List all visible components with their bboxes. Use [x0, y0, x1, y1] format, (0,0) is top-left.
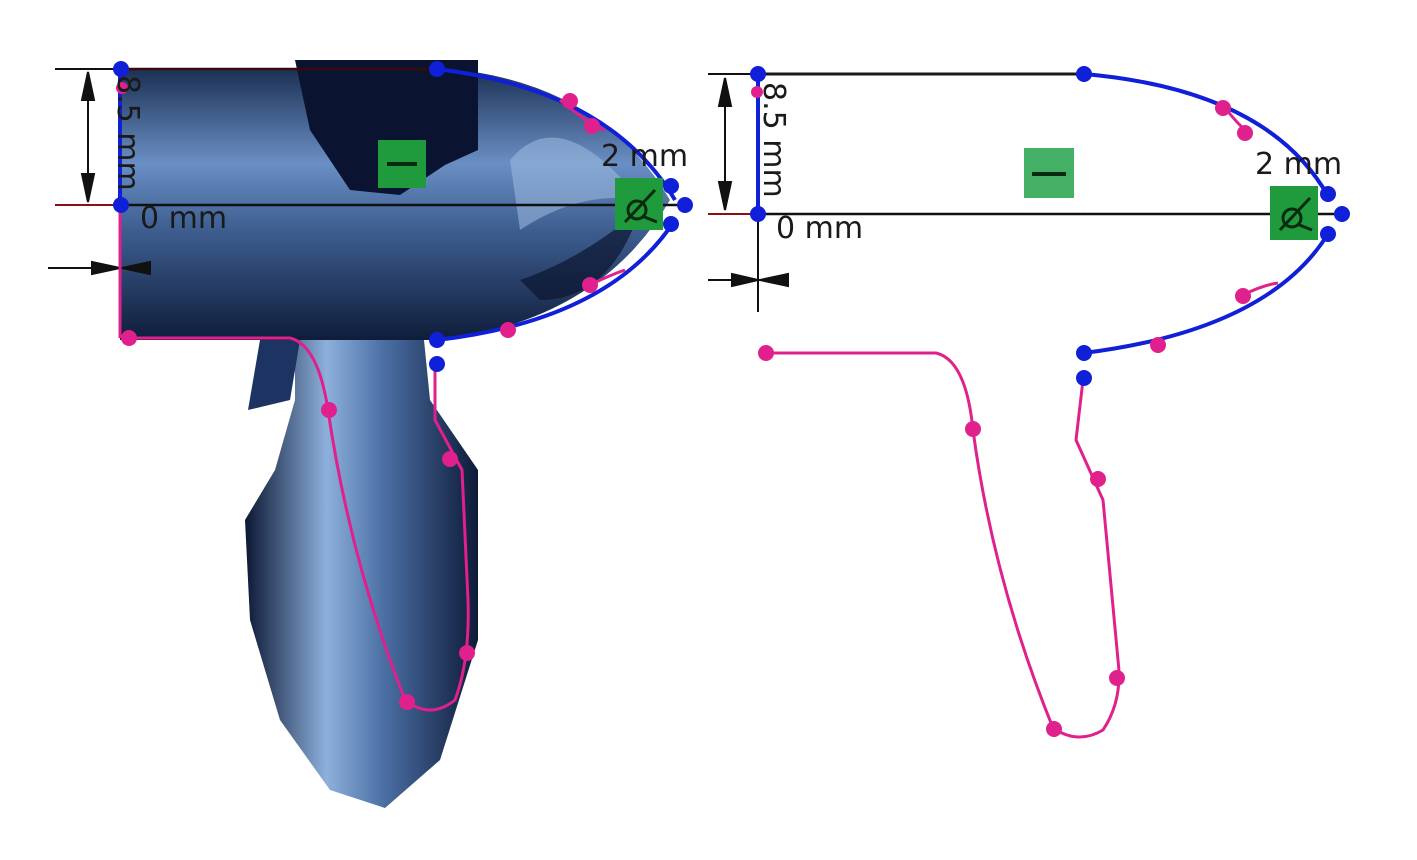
control-point[interactable] [751, 86, 763, 98]
tangent-constraint-icon[interactable] [1270, 186, 1318, 240]
sketch-canvas-right[interactable]: 8.5 mm 2 mm 0 mm [708, 0, 1416, 860]
control-point[interactable] [1235, 288, 1251, 304]
dimension-lines [708, 72, 1348, 312]
control-point[interactable] [116, 82, 128, 94]
control-point[interactable] [1215, 100, 1231, 116]
control-point[interactable] [1150, 337, 1166, 353]
control-point[interactable] [459, 645, 475, 661]
dimension-offset-label[interactable]: 2 mm [1255, 147, 1342, 182]
control-point[interactable] [965, 421, 981, 437]
dimension-origin-label[interactable]: 0 mm [140, 201, 227, 236]
control-point[interactable] [321, 402, 337, 418]
vertex-point[interactable] [429, 332, 445, 348]
model-handle-fin [248, 340, 300, 410]
control-point[interactable] [500, 322, 516, 338]
vertex-point[interactable] [1320, 186, 1336, 202]
dimension-origin-label[interactable]: 0 mm [776, 211, 863, 246]
tangent-constraint-icon[interactable] [615, 178, 663, 230]
control-point[interactable] [442, 451, 458, 467]
control-point[interactable] [1090, 471, 1106, 487]
vertex-point[interactable] [429, 61, 445, 77]
vertex-point[interactable] [750, 66, 766, 82]
dimension-offset-label[interactable]: 2 mm [601, 139, 688, 174]
control-point[interactable] [562, 93, 578, 109]
profile-vertices[interactable] [750, 66, 1350, 386]
vertex-point[interactable] [663, 178, 679, 194]
control-point[interactable] [758, 345, 774, 361]
model-top-block [295, 60, 478, 195]
dimension-lines [48, 68, 680, 276]
vertex-point[interactable] [1076, 66, 1092, 82]
control-point[interactable] [584, 118, 600, 134]
model-highlight [510, 137, 640, 230]
horizontal-constraint-icon[interactable] [378, 140, 426, 188]
vertex-point[interactable] [663, 216, 679, 232]
control-point[interactable] [582, 277, 598, 293]
viewport-right[interactable]: 8.5 mm 2 mm 0 mm [708, 0, 1416, 860]
vertex-point[interactable] [1334, 206, 1350, 222]
viewport-left[interactable]: 8.5 mm 2 mm 0 mm [0, 0, 708, 860]
dimension-height-label[interactable]: 8.5 mm [110, 75, 145, 191]
vertex-point[interactable] [750, 206, 766, 222]
vertex-point[interactable] [677, 197, 693, 213]
sketch-canvas-left[interactable]: 8.5 mm 2 mm 0 mm [0, 0, 708, 860]
dimension-height-label[interactable]: 8.5 mm [756, 82, 791, 198]
model-handle [245, 300, 478, 808]
spline-control-points[interactable] [116, 82, 600, 710]
spline-pink[interactable] [765, 104, 1279, 739]
control-point[interactable] [1237, 125, 1253, 141]
vertex-point[interactable] [113, 197, 129, 213]
control-point[interactable] [121, 330, 137, 346]
vertex-point[interactable] [1076, 345, 1092, 361]
control-point[interactable] [1046, 721, 1062, 737]
spline-control-points[interactable] [751, 86, 1253, 737]
profile-vertices[interactable] [113, 61, 693, 372]
vertex-point[interactable] [113, 61, 129, 77]
vertex-point[interactable] [429, 356, 445, 372]
horizontal-constraint-icon[interactable] [1024, 148, 1074, 198]
vertex-point[interactable] [1320, 226, 1336, 242]
model-groove [520, 210, 640, 300]
vertex-point[interactable] [1076, 370, 1092, 386]
control-point[interactable] [1109, 670, 1125, 686]
control-point[interactable] [399, 694, 415, 710]
